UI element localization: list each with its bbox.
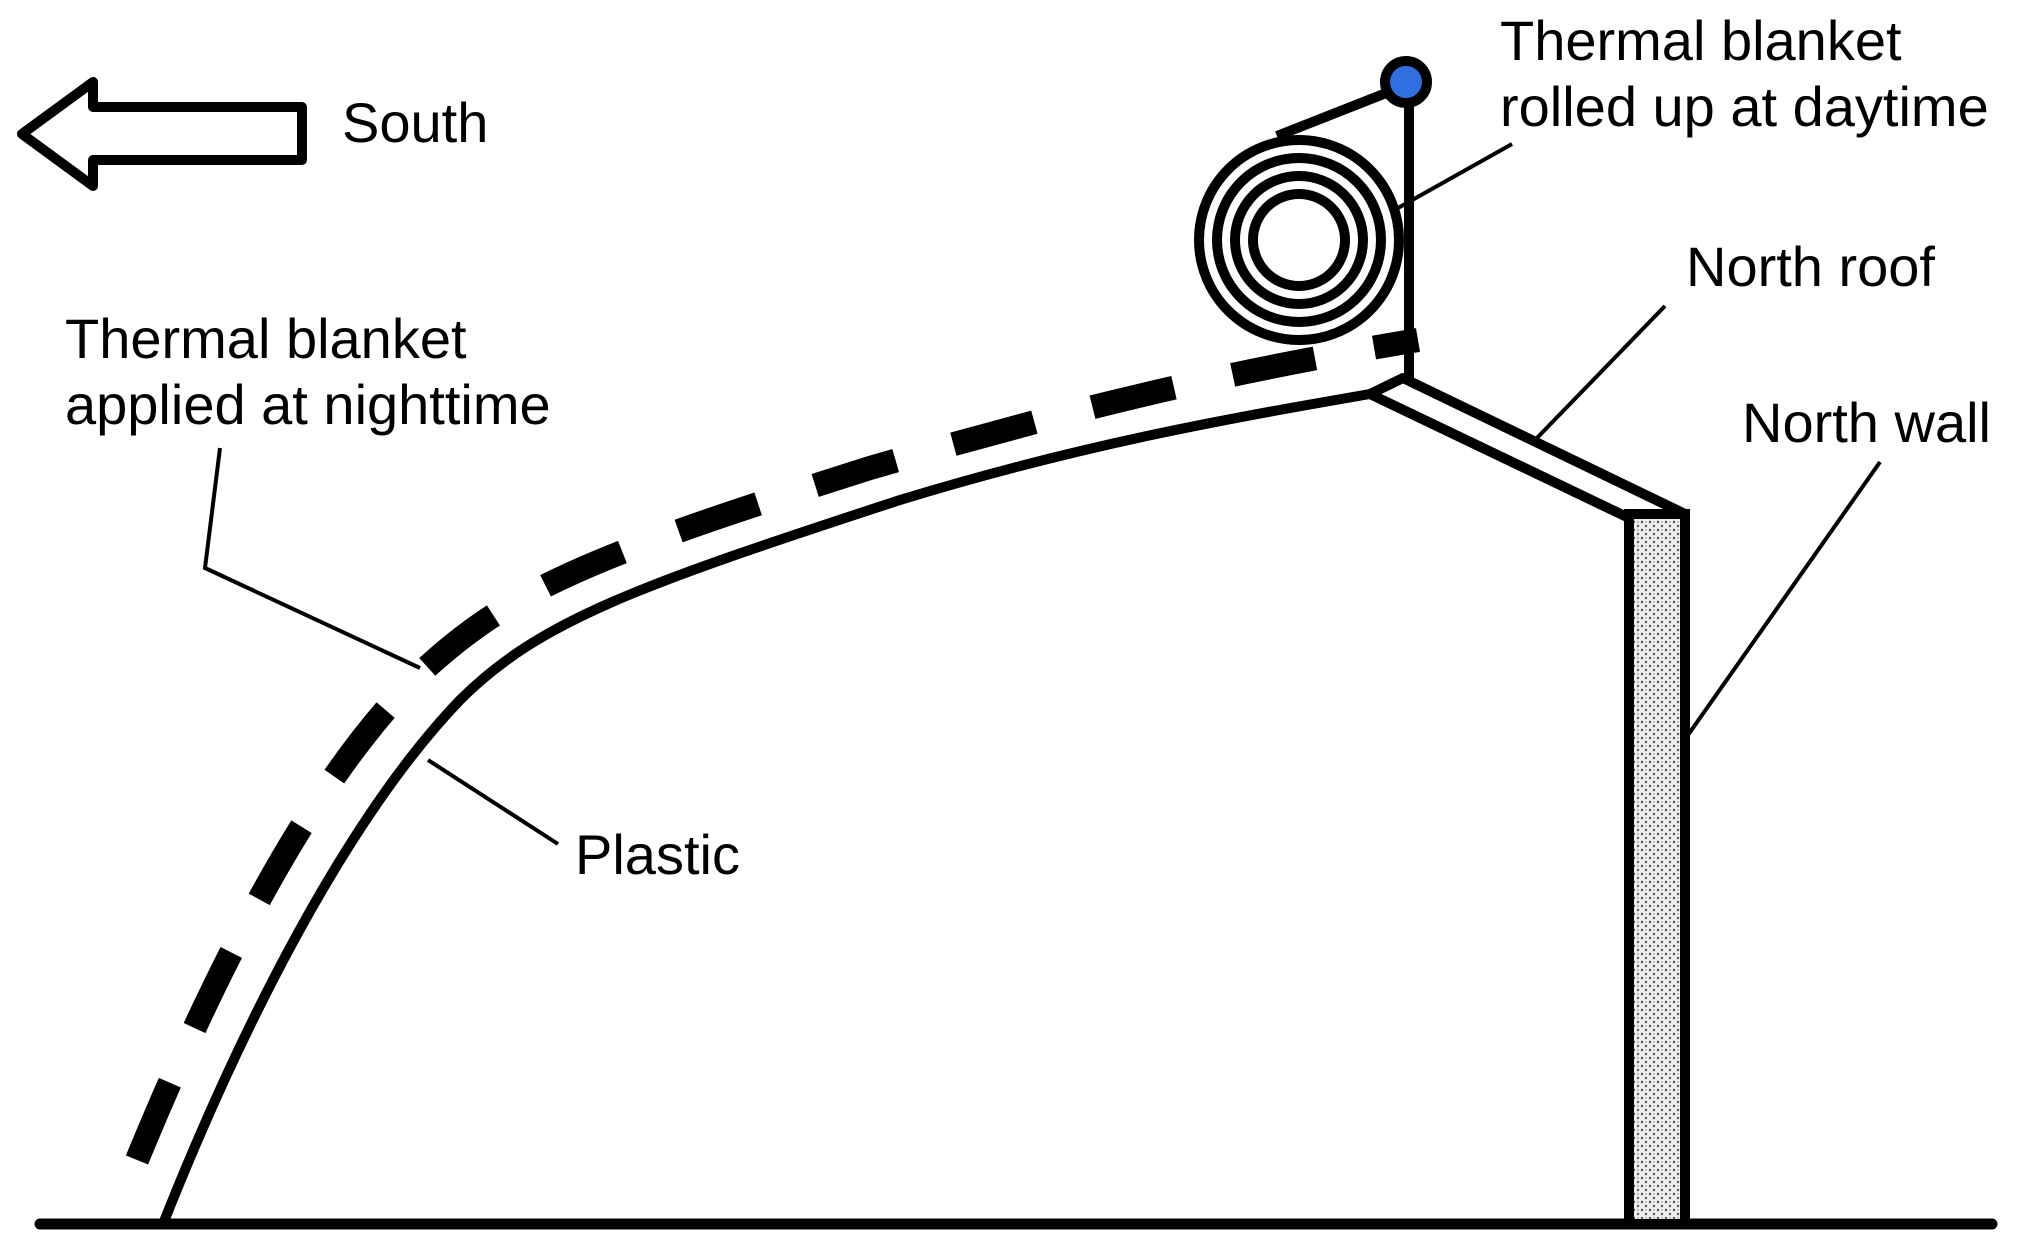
north-wall bbox=[1624, 509, 1690, 1229]
day-blanket-label-line1: Thermal blanket bbox=[1500, 9, 1902, 72]
night-blanket-dashed bbox=[125, 328, 1420, 1165]
leader-plastic bbox=[426, 758, 560, 846]
plastic-label: Plastic bbox=[575, 823, 740, 886]
plastic-cover bbox=[158, 389, 1375, 1229]
rolled-blanket-coil bbox=[1194, 135, 1404, 345]
south-label: South bbox=[342, 91, 488, 154]
north-wall-label: North wall bbox=[1742, 391, 1991, 454]
leader-day-blanket bbox=[1397, 142, 1513, 210]
leader-night-blanket bbox=[202, 447, 421, 670]
day-blanket-label-line2: rolled up at daytime bbox=[1500, 75, 1989, 138]
leader-north-wall bbox=[1686, 460, 1882, 737]
night-blanket-label-line2: applied at nighttime bbox=[65, 373, 551, 436]
north-roof bbox=[1365, 373, 1690, 523]
night-blanket-label-line1: Thermal blanket bbox=[65, 307, 467, 370]
leader-north-roof bbox=[1533, 304, 1667, 442]
roller-pivot-icon bbox=[1380, 56, 1432, 108]
south-arrow-icon bbox=[17, 77, 307, 191]
north-roof-label: North roof bbox=[1686, 235, 1935, 298]
